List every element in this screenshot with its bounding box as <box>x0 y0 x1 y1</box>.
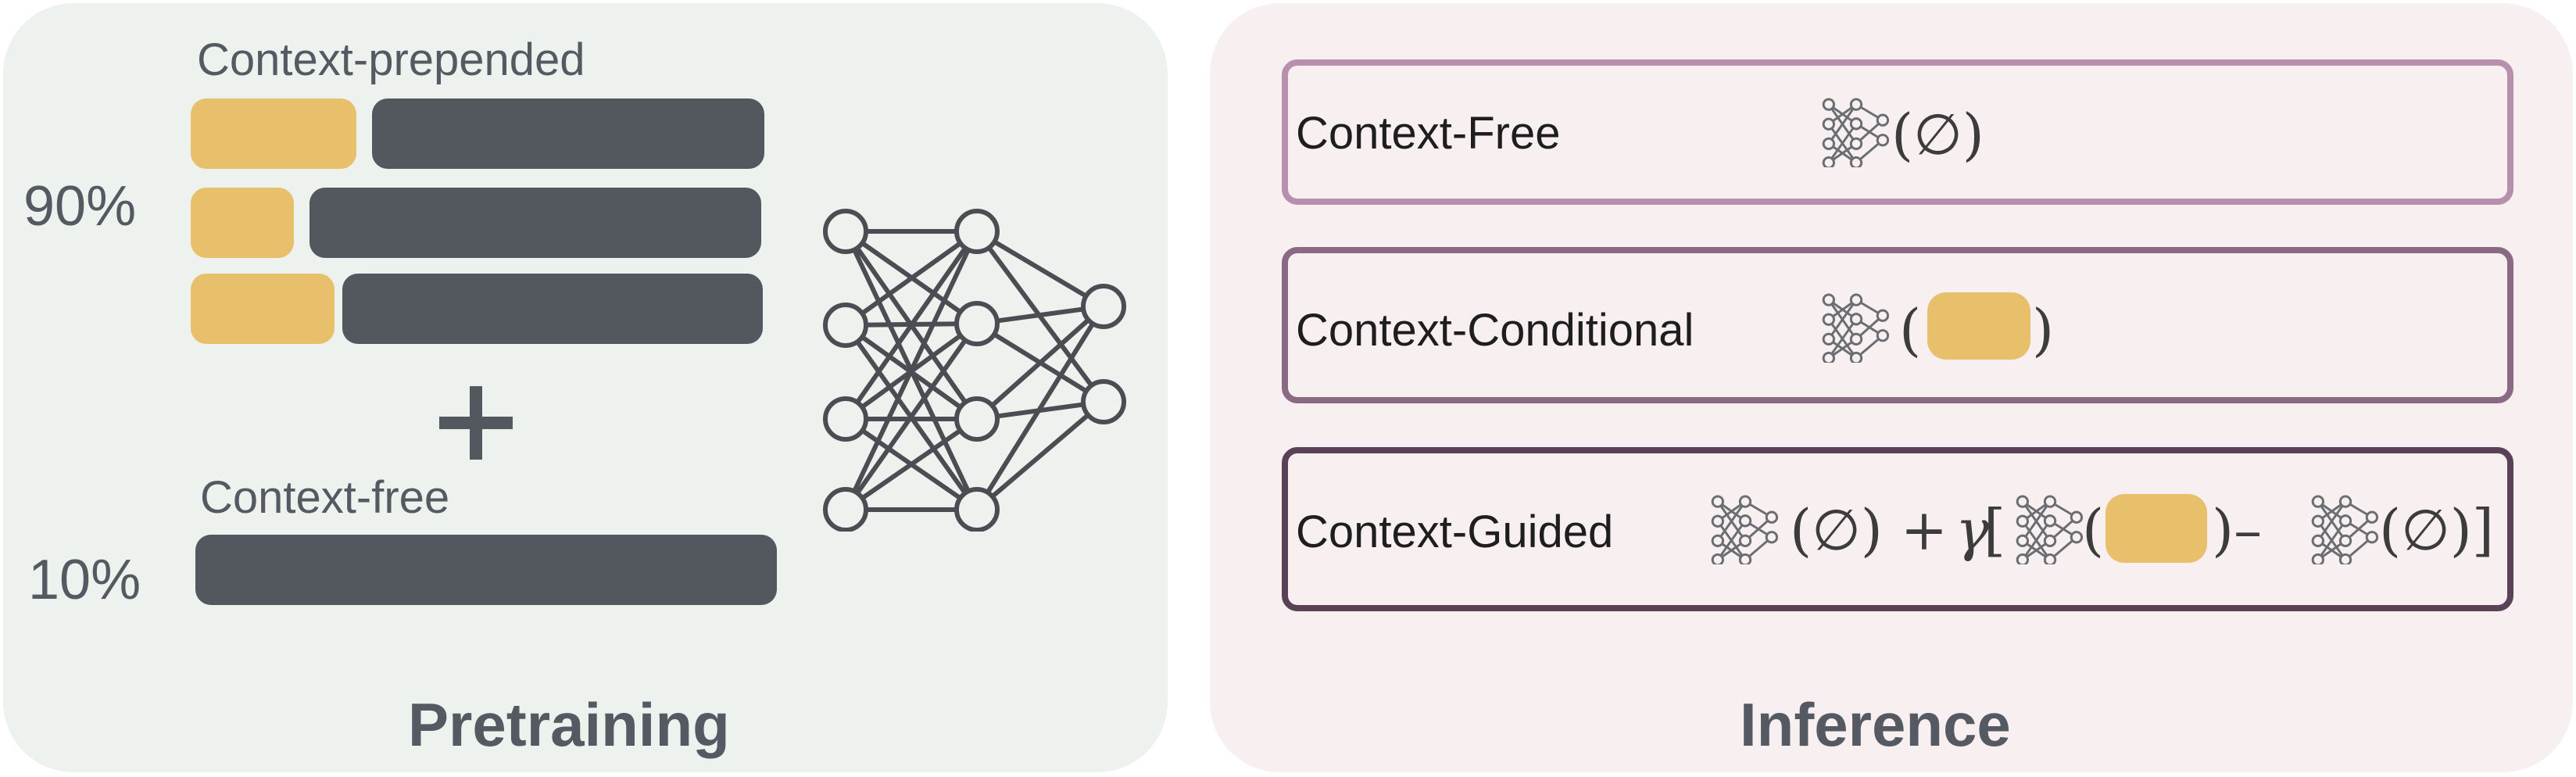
guided-formula-part: (∅) + <box>1790 497 1948 563</box>
context-block <box>2106 494 2207 563</box>
context-block <box>191 188 294 258</box>
neural-network-icon <box>1822 293 1890 363</box>
paren-close: ) <box>2032 297 2055 363</box>
gamma-symbol: γ <box>1955 497 1990 563</box>
text-block <box>195 535 777 605</box>
context-free-label: Context-free <box>200 472 450 523</box>
percent-prepended: 90% <box>23 175 137 238</box>
context-block <box>191 274 335 344</box>
percent-free: 10% <box>28 549 141 611</box>
context-block <box>191 98 356 169</box>
text-block <box>342 274 763 344</box>
context-free-box <box>1282 59 2513 205</box>
context-conditional-label: Context-Conditional <box>1296 305 1694 356</box>
paren-close-minus: )– <box>2212 497 2263 563</box>
text-block <box>309 188 761 258</box>
paren-open: ( <box>1899 297 1922 363</box>
neural-network-icon <box>1711 495 1779 564</box>
plus-sign <box>439 386 513 460</box>
context-block <box>1927 292 2030 360</box>
context-guided-label: Context-Guided <box>1296 507 1614 557</box>
context-guided-box <box>1282 447 2513 611</box>
neural-network-icon <box>823 209 1126 532</box>
context-conditional-box <box>1282 247 2513 403</box>
pretraining-title: Pretraining <box>408 690 730 759</box>
paren-open: ( <box>2082 497 2105 563</box>
inference-title: Inference <box>1740 690 2011 759</box>
neural-network-icon <box>1822 98 1890 167</box>
text-block <box>372 98 764 169</box>
bracket-open: [ <box>1984 497 2006 563</box>
neural-network-icon <box>2016 495 2084 564</box>
context-free-label: Context-Free <box>1296 108 1561 159</box>
context-free-formula: (∅) <box>1891 102 1984 167</box>
context-prepended-label: Context-prepended <box>197 34 585 85</box>
neural-network-icon <box>2311 495 2379 564</box>
guided-formula-end: (∅)] <box>2379 497 2494 563</box>
